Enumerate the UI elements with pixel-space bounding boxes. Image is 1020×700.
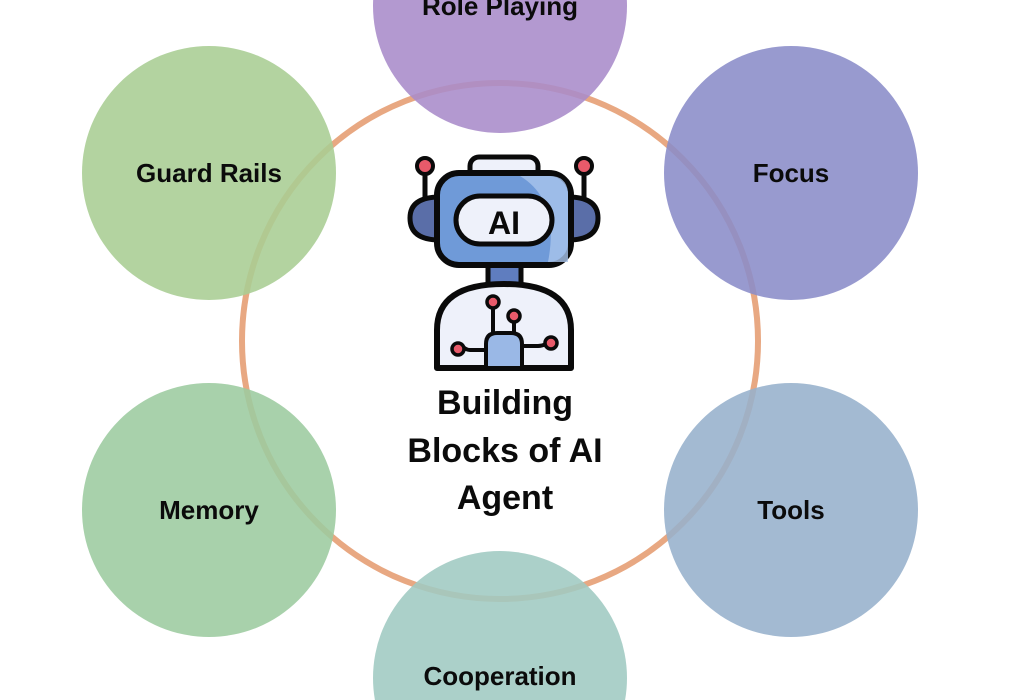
node-role-playing: Role Playing	[373, 0, 627, 133]
node-circle-cooperation	[373, 551, 627, 700]
center-title: Building Blocks of AI Agent	[407, 384, 602, 517]
node-cooperation: Cooperation	[373, 551, 627, 700]
node-circle-memory	[82, 383, 336, 637]
title-line-3: Agent	[457, 479, 553, 517]
node-label-tools: Tools	[757, 495, 824, 525]
node-memory: Memory	[82, 383, 336, 637]
ai-robot-icon: AI	[407, 154, 601, 371]
circuit-chip	[484, 331, 524, 370]
antenna-left-ball	[415, 156, 435, 176]
node-label-guard-rails: Guard Rails	[136, 158, 282, 188]
node-tools: Tools	[664, 383, 918, 637]
node-circle-focus	[664, 46, 918, 300]
title-line-2: Blocks of AI	[407, 432, 602, 470]
robot-badge-text: AI	[488, 205, 520, 241]
node-focus: Focus	[664, 46, 918, 300]
node-circle-guard-rails	[82, 46, 336, 300]
node-label-cooperation: Cooperation	[423, 661, 576, 691]
node-circle-tools	[664, 383, 918, 637]
node-circle-role-playing	[373, 0, 627, 133]
antenna-right-ball	[574, 156, 594, 176]
node-label-role-playing: Role Playing	[422, 0, 578, 21]
ear-right	[565, 194, 601, 243]
node-guard-rails: Guard Rails	[82, 46, 336, 300]
ear-left	[407, 194, 443, 243]
circuit-icon	[450, 294, 559, 370]
node-label-memory: Memory	[159, 495, 259, 525]
title-line-1: Building	[437, 384, 573, 422]
head-highlight	[520, 176, 568, 262]
node-label-focus: Focus	[753, 158, 830, 188]
face-visor	[453, 193, 555, 247]
